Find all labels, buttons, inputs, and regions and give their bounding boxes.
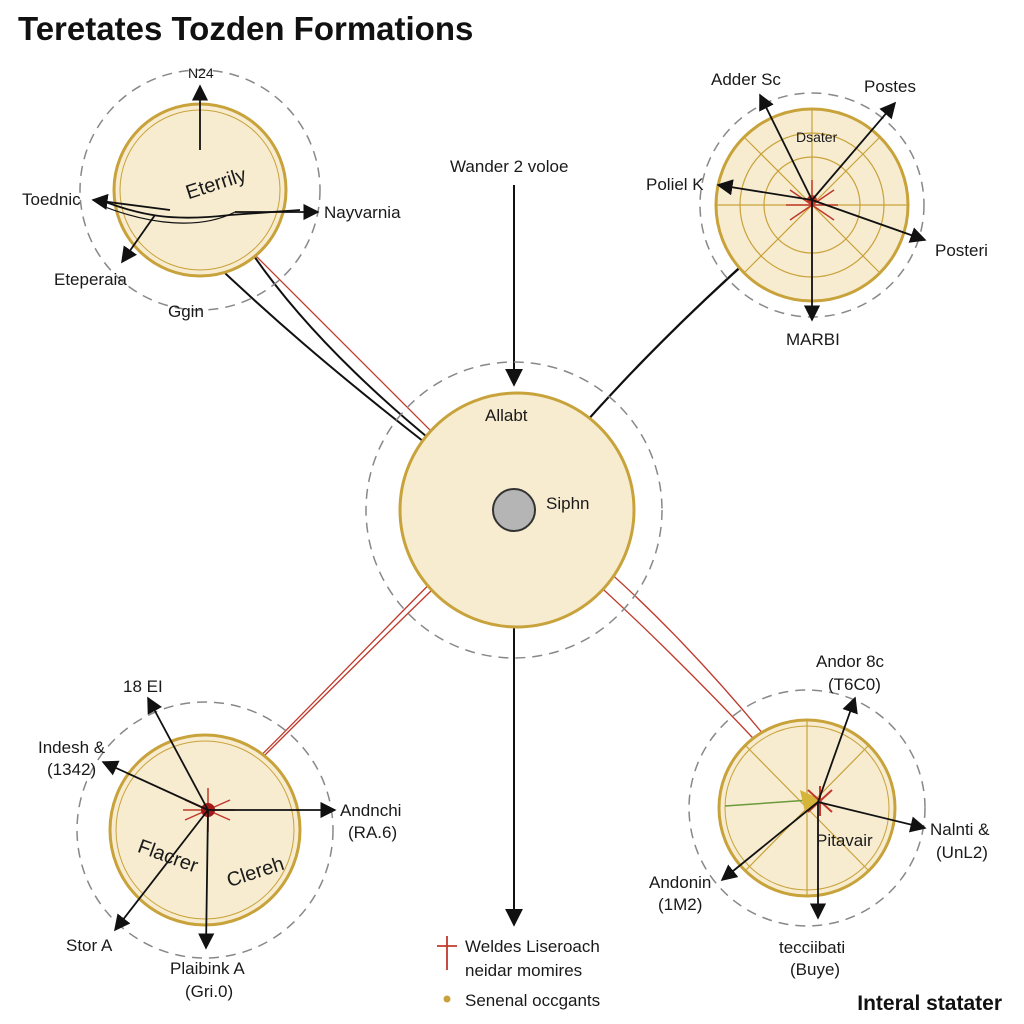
center-name: Allabt bbox=[485, 406, 528, 425]
gold-dot-icon bbox=[443, 995, 451, 1003]
center-top-label: Wander 2 voloe bbox=[450, 157, 568, 176]
bottom-right-burst bbox=[807, 786, 833, 816]
red-cross-icon bbox=[437, 936, 457, 970]
bottom-left-disc bbox=[108, 733, 302, 927]
top-right-bottom-label: MARBI bbox=[786, 330, 840, 349]
bottom-right-lower-left-label: Andonin bbox=[649, 873, 711, 892]
center-hub bbox=[492, 488, 536, 532]
top-right-right-label: Posteri bbox=[935, 241, 988, 260]
bottom-left-left-label: Indesh & bbox=[38, 738, 106, 757]
bottom-right-right-sub-label: (UnL2) bbox=[936, 843, 988, 862]
legend: Weldes Liseroach neidar momires Senenal … bbox=[437, 936, 600, 1010]
top-left-right-label: Nayvarnia bbox=[324, 203, 401, 222]
top-right-formation: Dsater Adder Sc Postes Poliel K Posteri … bbox=[646, 70, 988, 349]
top-right-left-label: Poliel K bbox=[646, 175, 704, 194]
center-hub-label: Siphn bbox=[546, 494, 589, 513]
bottom-right-formation: Pitavair Andor 8c (T6C0) Nalnti & (UnL2)… bbox=[649, 652, 990, 979]
top-left-formation: Eterrily N24 Toednic Nayvarnia Eteperaia… bbox=[22, 65, 401, 321]
bottom-left-right-sub-label: (RA.6) bbox=[348, 823, 397, 842]
bottom-left-formation: Flacrer Clereh 18 ЕІ Indesh & (1342) And… bbox=[38, 677, 401, 1001]
legend-item-1: Weldes Liseroach bbox=[465, 937, 600, 956]
top-left-lower-left-label: Eteperaia bbox=[54, 270, 127, 289]
bottom-right-lower-left-sub-label: (1M2) bbox=[658, 895, 702, 914]
bottom-left-left-sub-label: (1342) bbox=[47, 760, 96, 779]
top-right-top-right-label: Postes bbox=[864, 77, 916, 96]
bottom-right-top-label: Andor 8c bbox=[816, 652, 885, 671]
bottom-right-bottom-label: tecciibati bbox=[779, 938, 845, 957]
bottom-right-right-label: Nalnti & bbox=[930, 820, 990, 839]
bottom-left-bottom-label: Plaibink A bbox=[170, 959, 245, 978]
footer-label: Interal statater bbox=[857, 992, 1002, 1015]
bottom-left-lower-left-label: Stor A bbox=[66, 936, 113, 955]
bottom-right-top-sub-label: (T6C0) bbox=[828, 675, 881, 694]
top-left-left-label: Toednic bbox=[22, 190, 81, 209]
legend-item-3: Senenal occgants bbox=[465, 991, 600, 1010]
top-left-top-label: N24 bbox=[188, 65, 214, 81]
bottom-left-right-label: Andnchi bbox=[340, 801, 401, 820]
bottom-right-bottom-sub-label: (Buye) bbox=[790, 960, 840, 979]
bottom-left-top-label: 18 ЕІ bbox=[123, 677, 163, 696]
legend-item-2: neidar momires bbox=[465, 961, 582, 980]
bottom-right-inner-label: Pitavair bbox=[816, 831, 873, 850]
bottom-left-bottom-sub-label: (Gri.0) bbox=[185, 982, 233, 1001]
page-title: Teretates Tozden Formations bbox=[18, 10, 474, 47]
center-formation: Wander 2 voloe Allabt Siphn bbox=[365, 157, 663, 659]
top-right-top-left-label: Adder Sc bbox=[711, 70, 781, 89]
top-right-inner-label: Dsater bbox=[796, 129, 838, 145]
top-left-bottom-label: Ggin bbox=[168, 302, 204, 321]
